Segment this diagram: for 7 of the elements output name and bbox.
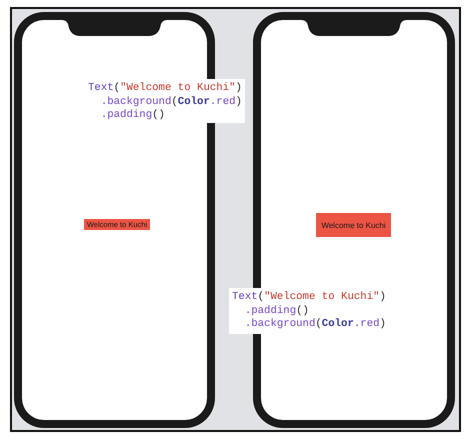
code-line: .background(Color.red) [100, 96, 242, 109]
code-line: .background(Color.red) [244, 318, 386, 332]
code-line: .padding() [244, 304, 309, 318]
highlighted-label: Welcome to Kuchi [316, 213, 391, 237]
code-line: Text("Welcome to Kuchi") [232, 291, 386, 304]
code-line: .padding() [100, 109, 165, 122]
code-line: Text("Welcome to Kuchi") [88, 82, 242, 96]
